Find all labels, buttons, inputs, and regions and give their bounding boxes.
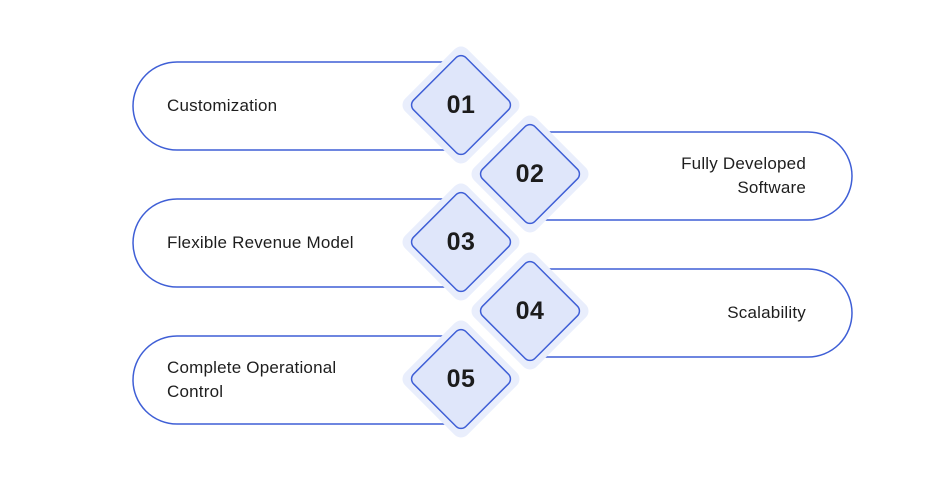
step-2-diamond: [471, 115, 589, 233]
step-5-diamond: [402, 320, 520, 438]
step-5-label: Complete Operational Control: [167, 358, 337, 401]
step-1-label: Customization: [167, 96, 278, 115]
step-4-number: 04: [515, 297, 545, 325]
step-2-number: 02: [515, 160, 545, 188]
step-5-number: 05: [446, 365, 476, 393]
step-2-label: Fully Developed Software: [681, 154, 806, 197]
step-4-pill: [540, 268, 853, 358]
step-1-pill: [132, 61, 447, 151]
step-5-pill: [132, 335, 447, 425]
step-3-label: Flexible Revenue Model: [167, 233, 354, 252]
step-1-number: 01: [446, 91, 476, 119]
step-2-pill: [540, 131, 853, 221]
step-3-pill: [132, 198, 447, 288]
step-4-diamond: [471, 252, 589, 370]
step-4-label: Scalability: [727, 303, 806, 322]
step-1-diamond: [402, 46, 520, 164]
step-3-diamond: [402, 183, 520, 301]
step-3-number: 03: [446, 228, 476, 256]
